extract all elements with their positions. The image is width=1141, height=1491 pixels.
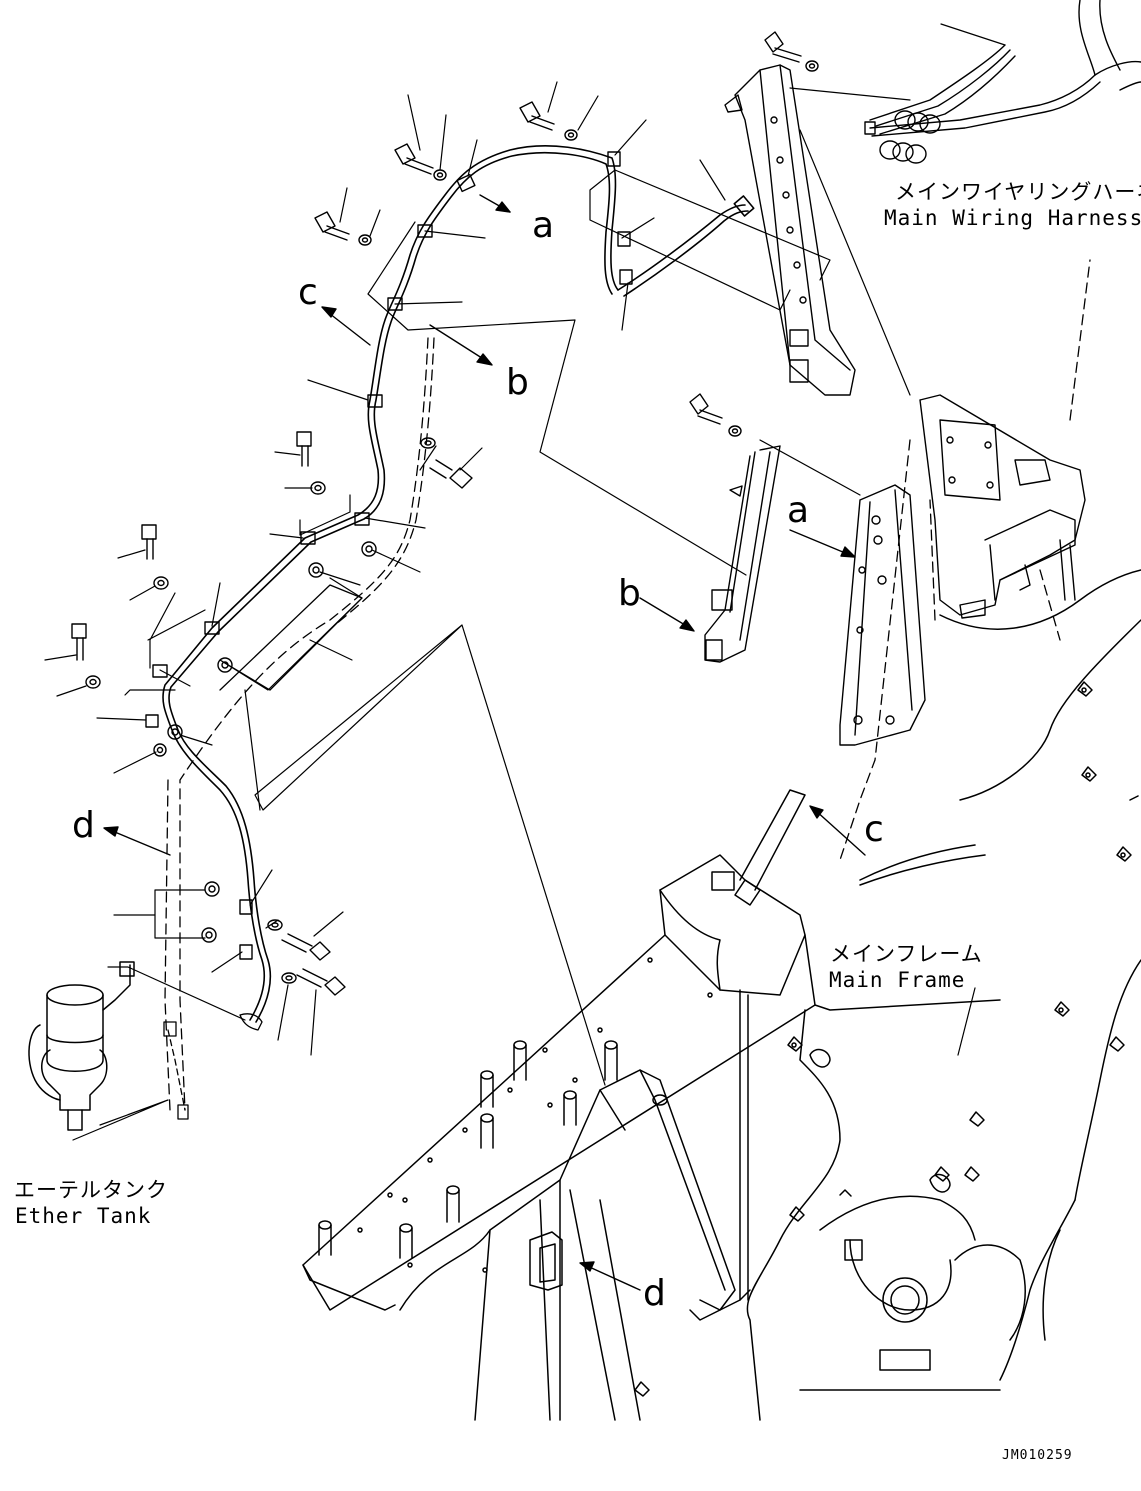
- hidden-lines: [164, 259, 1091, 1111]
- harness-cover-plate: [219, 584, 363, 691]
- frame-posts: [318, 1040, 668, 1259]
- callout-a-harness: a: [532, 205, 555, 246]
- ether-tube: [163, 1013, 263, 1120]
- callout-c-frame: c: [864, 809, 884, 850]
- ether-tank: [28, 961, 135, 1131]
- main-wiring-harness-bundle: [864, 0, 1141, 164]
- upper-bracket-post: [724, 64, 856, 396]
- body-fasteners: [634, 681, 1139, 1397]
- main-wiring-harness-jp-label: メインワイヤリングハーネス: [895, 180, 1141, 204]
- callout-b-harness: b: [506, 362, 529, 403]
- callout-a-bracket: a: [787, 490, 810, 531]
- mounting-block: [919, 394, 1086, 619]
- bolts-and-washers: [71, 31, 819, 996]
- main-frame-en-label: Main Frame: [829, 968, 966, 992]
- callout-d-frame: d: [643, 1273, 666, 1314]
- main-frame-jp-label: メインフレーム: [830, 942, 983, 966]
- ether-tank-jp-label: エーテルタンク: [14, 1178, 168, 1202]
- harness-cable: [162, 145, 755, 1023]
- bracket-b: [704, 445, 781, 663]
- callout-arrows: [103, 194, 866, 1291]
- harness-clamps: [145, 151, 633, 960]
- callout-d-harness: d: [72, 805, 95, 846]
- callout-c-harness: c: [298, 272, 318, 313]
- ether-tank-en-label: Ether Tank: [15, 1204, 152, 1228]
- bracket-a: [839, 484, 926, 746]
- bracket-d: [529, 1231, 563, 1291]
- drawing-code-label: JM010259: [1002, 1448, 1073, 1463]
- frame-holes: [357, 957, 713, 1273]
- callout-b-bracket: b: [618, 573, 641, 614]
- main-wiring-harness-en-label: Main Wiring Harness: [884, 206, 1141, 230]
- main-frame: [302, 569, 1141, 1421]
